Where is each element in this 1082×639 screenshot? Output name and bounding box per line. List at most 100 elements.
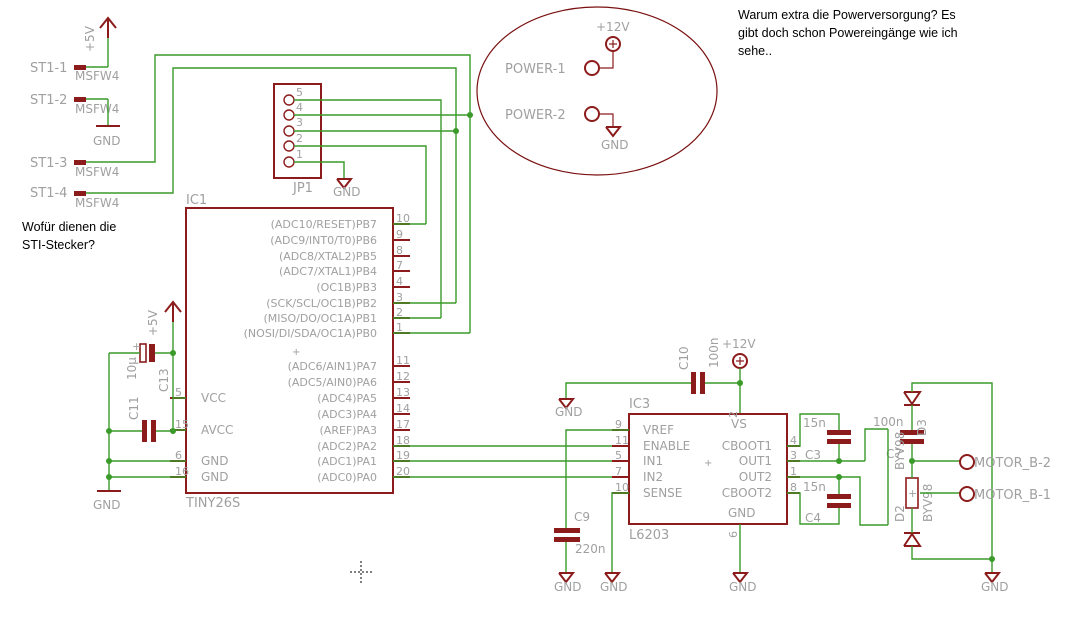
ic3-right-pin-label: CBOOT1 (722, 439, 772, 453)
ic1-left-pin-label: GND (201, 454, 229, 468)
gnd-symbol-output: GND (981, 572, 1009, 594)
d2-name: D2 (893, 505, 907, 522)
capacitor-c3: 15n C3 (803, 416, 851, 462)
st1-3-part: MSFW4 (75, 165, 119, 179)
ic1-pin-number: 20 (396, 465, 410, 478)
st1-2-label: ST1-2 (30, 93, 67, 108)
ic1-pin-label: (ADC10/RESET)PB7 (271, 218, 377, 231)
c3-value: 15n (803, 416, 826, 430)
ic1-pin-number: 11 (396, 354, 410, 367)
ic1-pin-number: 9 (396, 228, 403, 241)
ic3-gnd-num: 6 (727, 531, 740, 538)
c7-name: C7 (886, 447, 902, 461)
ic1-pin-label: (OC1B)PB3 (316, 281, 377, 294)
ic1-left-pin-number: 15 (175, 418, 189, 431)
gnd-label: GND (554, 580, 582, 594)
ic1-left-pin-number: 16 (175, 465, 189, 478)
gnd-symbol-ic3: GND (729, 572, 757, 594)
d2-value: BYV98 (921, 484, 935, 522)
header-jp1: 5 4 3 2 1 JP1 (273, 83, 322, 196)
c4-name: C4 (805, 511, 821, 525)
ic1-pin-number: 13 (396, 386, 410, 399)
gnd-symbol-c10: GND (555, 398, 583, 419)
ic1-pin-number: 8 (396, 244, 403, 257)
ic1-name: IC1 (186, 193, 207, 208)
ic3-left-pin-number: 7 (615, 465, 622, 478)
c10-name: C10 (677, 346, 691, 370)
gnd-label: GND (555, 405, 583, 419)
c9-name: C9 (574, 510, 590, 524)
motor-b2-label: MOTOR_B-2 (974, 456, 1051, 471)
c7-value: 100n (873, 415, 904, 429)
ic1-pin-label: (ADC8/XTAL2)PB5 (279, 250, 377, 263)
supply-12v-ic3: +12V (722, 337, 756, 369)
comment-sti: Wofür dienen die STI-Stecker? (22, 218, 182, 254)
ic1-pin-label: (ADC2)PA2 (317, 440, 377, 453)
power-1-label: POWER-1 (505, 62, 566, 77)
ic3-left-pin-number: 10 (615, 481, 629, 494)
jp1-pin-3: 3 (296, 116, 303, 129)
st1-3-label: ST1-3 (30, 156, 67, 171)
gnd-label: GND (93, 134, 121, 148)
ic3-left-pin-label: IN1 (643, 454, 663, 468)
ic1-pin-label: (ADC5/AIN0)PA6 (288, 376, 377, 389)
c13-name: C13 (157, 368, 171, 392)
comment-power-line-1: Warum extra die Powerversorgung? Es (738, 8, 956, 22)
ic1-right-pins: (ADC10/RESET)PB7 10 (ADC9/INT0/T0)PB6 9 (ADC… (244, 212, 410, 484)
c9-value: 220n (575, 542, 606, 556)
ic1-pin-number: 12 (396, 370, 410, 383)
ic1-pin-number: 4 (396, 275, 403, 288)
gnd-label: GND (981, 580, 1009, 594)
ic3-gnd-label: GND (728, 506, 756, 520)
ic1-left-pin-label: VCC (201, 391, 226, 405)
ic3-left-pin-number: 11 (615, 434, 629, 447)
motor-b1-label: MOTOR_B-1 (974, 488, 1051, 503)
gnd-symbol-ic1: GND (93, 490, 121, 512)
gnd-label: GND (93, 498, 121, 512)
c11-name: C11 (127, 396, 141, 420)
supply-5v-ic1-label: +5V (146, 309, 160, 336)
d3-value: BYV98 (893, 432, 907, 470)
comment-ellipse (476, 6, 718, 176)
d3-name: D3 (915, 419, 929, 436)
comment-power-line-3: sehe.. (738, 44, 773, 58)
ic3-left-pin-number: 5 (615, 449, 622, 462)
capacitor-c4: 15n C4 (803, 480, 851, 525)
ic3-right-pin-number: 3 (790, 449, 797, 462)
st1-1-part: MSFW4 (75, 69, 119, 83)
gnd-symbol-c9: GND (554, 572, 582, 594)
supply-12v-label: +12V (596, 20, 630, 34)
svg-text:+: + (704, 458, 712, 469)
ic1-pin-label: (ADC9/INT0/T0)PB6 (270, 234, 377, 247)
c3-name: C3 (805, 448, 821, 462)
svg-text:+: + (292, 347, 300, 358)
svg-text:+: + (132, 340, 141, 353)
ic3-vs-label: VS (731, 417, 747, 431)
ic1-part: TINY26S (185, 496, 240, 511)
origin-cross-icon (350, 561, 372, 583)
gnd-symbol-sense: GND (600, 572, 628, 594)
ic3-right-pin-label: OUT1 (739, 454, 772, 468)
supply-5v-st1: +5V (83, 16, 117, 52)
power-2-label: POWER-2 (505, 108, 566, 123)
comment-sti-line-2: STI-Stecker? (22, 238, 95, 252)
ic1-pin-number: 2 (396, 306, 403, 319)
ic3-right-pin-label: CBOOT2 (722, 486, 772, 500)
ic3-left-pin-label: SENSE (643, 486, 682, 500)
gnd-label: GND (600, 580, 628, 594)
ic1-left-pin-number: 6 (175, 449, 182, 462)
jp1-pin-4: 4 (296, 101, 303, 114)
ic3-right-pin-number: 1 (790, 465, 797, 478)
ic3-left-pin-label: VREF (643, 423, 674, 437)
ic3-left-pin-label: ENABLE (643, 439, 690, 453)
c10-value: 100n (707, 337, 721, 368)
jp1-pin-1: 1 (296, 148, 303, 161)
ic1-pin-number: 10 (396, 212, 410, 225)
ic3-l6203: IC3 L6203 + VREF9ENABLE11IN15IN27SENSE10… (612, 397, 800, 543)
ic1-pin-label: (ADC4)PA5 (317, 392, 377, 405)
c4-value: 15n (803, 480, 826, 494)
ic3-vs-num: 2 (727, 411, 740, 418)
